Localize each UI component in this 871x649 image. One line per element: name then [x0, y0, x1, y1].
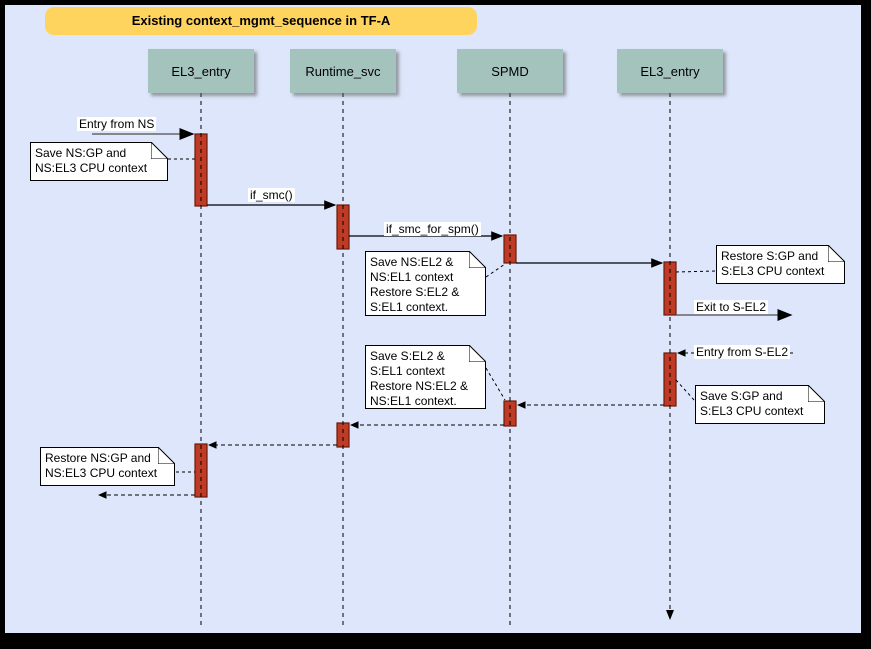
note-line: Save NS:EL2 &	[370, 255, 454, 269]
connector-note-save-ns-el2	[485, 263, 506, 278]
activation-runtime-1	[336, 204, 350, 250]
note-line: S:EL3 CPU context	[721, 264, 825, 278]
lifeline-header-label: EL3_entry	[640, 63, 700, 79]
note-line: Restore S:GP and	[721, 249, 819, 263]
note-line: S:EL1 context	[370, 364, 445, 378]
lifelines	[200, 93, 674, 625]
activation-bars	[194, 133, 677, 498]
diagram-overlay	[92, 93, 793, 625]
lifeline-header-label: SPMD	[491, 63, 529, 79]
diagram-title: Existing context_mgmt_sequence in TF-A	[45, 7, 477, 35]
message-label-entry-from-s-el2: Entry from S-EL2	[694, 345, 791, 359]
note-restore-s-gp: Restore S:GP and S:EL3 CPU context	[716, 245, 845, 284]
message-label-entry-from-ns: Entry from NS	[77, 117, 157, 131]
note-line: Restore NS:GP and	[45, 451, 151, 465]
note-fold-icon	[151, 142, 168, 159]
note-fold-icon	[469, 251, 486, 268]
note-line: NS:EL3 CPU context	[45, 466, 158, 480]
connector-note-save-s-gp	[675, 379, 696, 402]
note-line: NS:EL1 context.	[370, 394, 457, 408]
note-line: NS:EL1 context	[370, 270, 454, 284]
note-fold-icon	[828, 245, 845, 262]
lifeline-header-spmd: SPMD	[457, 49, 563, 93]
message-label-if-smc: if_smc()	[248, 188, 295, 202]
note-save-ns-gp: Save NS:GP and NS:EL3 CPU context	[30, 142, 168, 181]
connector-note-restore-s-gp	[675, 270, 717, 273]
note-fold-icon	[808, 385, 825, 402]
note-connectors	[168, 158, 717, 473]
note-line: Restore S:EL2 &	[370, 285, 460, 299]
connector-note-save-s-el2	[485, 367, 506, 401]
lifeline-header-runtime-svc: Runtime_svc	[290, 49, 396, 93]
note-save-s-gp: Save S:GP and S:EL3 CPU context	[695, 385, 825, 424]
lifeline-header-label: EL3_entry	[171, 63, 231, 79]
note-line: Save NS:GP and	[35, 146, 127, 160]
note-line: NS:EL3 CPU context	[35, 161, 148, 175]
note-save-s-el2: Save S:EL2 & S:EL1 context Restore NS:EL…	[365, 345, 486, 409]
lifeline-header-el3-entry-left: EL3_entry	[148, 49, 254, 93]
activation-runtime-2	[336, 422, 350, 448]
message-label-exit-to-s-el2: Exit to S-EL2	[694, 300, 769, 314]
note-line: Save S:GP and	[700, 389, 783, 403]
message-label-if-smc-for-spm: if_smc_for_spm()	[384, 222, 481, 236]
note-fold-icon	[469, 345, 486, 362]
note-line: Save S:EL2 &	[370, 349, 445, 363]
sequence-diagram-canvas: Existing context_mgmt_sequence in TF-A E…	[5, 5, 861, 633]
note-line: S:EL1 context.	[370, 300, 449, 314]
note-line: S:EL3 CPU context	[700, 404, 804, 418]
lifeline-header-el3-entry-right: EL3_entry	[617, 49, 723, 93]
note-restore-ns-gp: Restore NS:GP and NS:EL3 CPU context	[40, 447, 175, 486]
note-line: Restore NS:EL2 &	[370, 379, 469, 393]
note-fold-icon	[158, 447, 175, 464]
lifeline-header-label: Runtime_svc	[305, 63, 381, 79]
note-save-ns-el2: Save NS:EL2 & NS:EL1 context Restore S:E…	[365, 251, 486, 316]
